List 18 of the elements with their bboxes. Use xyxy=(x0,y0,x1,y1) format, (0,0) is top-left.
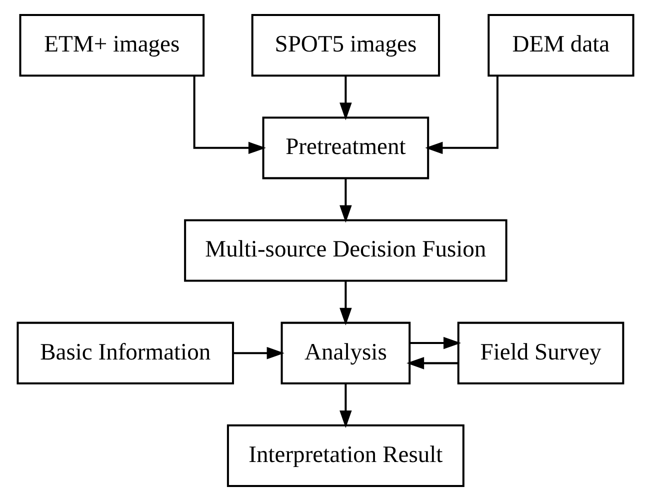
arrow xyxy=(340,281,352,326)
node-box: Pretreatment xyxy=(262,116,430,180)
node-box: Multi-source Decision Fusion xyxy=(184,219,508,282)
node-box: Analysis xyxy=(280,322,411,384)
node-box: ETM+ images xyxy=(19,14,205,77)
arrow xyxy=(425,76,498,154)
arrow xyxy=(406,357,458,370)
arrow xyxy=(234,346,284,360)
node-box: SPOT5 images xyxy=(251,14,440,77)
node-box: Basic Information xyxy=(16,322,234,384)
arrow xyxy=(410,336,462,350)
node-box: Interpretation Result xyxy=(226,424,464,487)
node-box: Field Survey xyxy=(457,322,624,384)
arrow xyxy=(340,178,352,223)
arrow xyxy=(340,384,352,428)
node-box: DEM data xyxy=(488,14,634,77)
arrow xyxy=(193,76,266,154)
arrow xyxy=(340,76,352,120)
